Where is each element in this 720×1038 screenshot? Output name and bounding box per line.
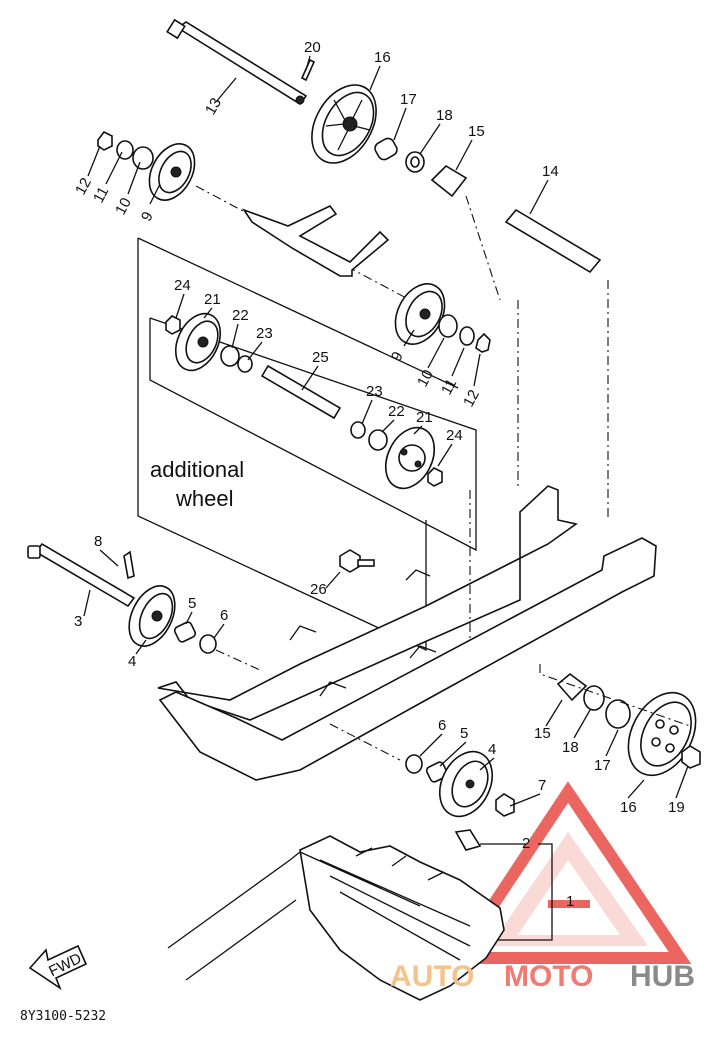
label-5-left: 5 <box>188 595 196 612</box>
label-23-left: 23 <box>256 325 273 342</box>
label-2: 2 <box>522 835 530 852</box>
washer-6-lower <box>405 754 423 774</box>
label-22-right: 22 <box>388 403 405 420</box>
watermark-hub: HUB <box>630 960 695 993</box>
wheel-16-lower <box>627 691 697 777</box>
bearing-17-lower <box>605 699 631 729</box>
fwd-arrow: FWD <box>28 944 88 991</box>
watermark-auto: AUTO <box>390 960 474 993</box>
spacer-5-left <box>173 621 197 643</box>
axle-13 <box>166 18 308 106</box>
axle-3 <box>34 542 136 608</box>
label-24-right: 24 <box>446 427 463 444</box>
collar-15-upper <box>430 164 468 198</box>
collar-15-lower <box>556 672 588 702</box>
label-4-lower: 4 <box>488 741 496 758</box>
label-3: 3 <box>74 613 82 630</box>
nut-7 <box>495 793 515 817</box>
label-12-left: 12 <box>72 175 95 198</box>
label-24-left: 24 <box>174 277 191 294</box>
leader-lines <box>83 55 689 845</box>
label-10-right: 10 <box>414 367 437 390</box>
bearing-10-right <box>438 314 458 338</box>
label-12-right: 12 <box>460 387 483 410</box>
track <box>167 835 505 1001</box>
label-19: 19 <box>668 799 685 816</box>
axle-25 <box>260 364 342 420</box>
shaft-14 <box>504 208 602 274</box>
label-7: 7 <box>538 777 546 794</box>
bearing-10-left <box>132 146 154 170</box>
label-15-lower: 15 <box>534 725 551 742</box>
bolt-26 <box>339 549 375 573</box>
label-9-lower: 9 <box>388 349 407 364</box>
label-13: 13 <box>202 95 225 118</box>
bearing-22-right <box>368 429 388 451</box>
clip-2 <box>454 829 482 851</box>
wheel-21-left <box>174 312 222 372</box>
label-18-lower: 18 <box>562 739 579 756</box>
label-21-right: 21 <box>416 409 433 426</box>
label-8: 8 <box>94 533 102 550</box>
wheel-9-lower <box>394 283 446 345</box>
label-22-left: 22 <box>232 307 249 324</box>
watermark-logo <box>446 781 692 964</box>
cross-arm <box>241 204 390 277</box>
wheel-4-left <box>128 585 176 647</box>
bearing-22-left <box>220 345 240 367</box>
pin-8 <box>123 550 135 580</box>
label-17-lower: 17 <box>594 757 611 774</box>
label-18-upper: 18 <box>436 107 453 124</box>
additional-wheel-frame <box>137 237 477 652</box>
label-25: 25 <box>312 349 329 366</box>
label-20: 20 <box>304 39 321 56</box>
nut-24-left <box>165 315 181 335</box>
wheel-4-lower <box>438 750 494 818</box>
wheel-16-upper <box>311 84 377 164</box>
drawing-code: 8Y3100-5232 <box>20 1009 106 1024</box>
label-6-left: 6 <box>220 607 228 624</box>
label-15-upper: 15 <box>468 123 485 140</box>
label-6-lower: 6 <box>438 717 446 734</box>
nut-12-right <box>475 332 491 353</box>
nut-12-left <box>97 130 113 151</box>
label-11-left: 11 <box>90 184 112 206</box>
label-5-lower: 5 <box>460 725 468 742</box>
wheel-21-right <box>384 426 436 490</box>
washer-23-right <box>350 421 366 439</box>
label-14: 14 <box>542 163 559 180</box>
washer-11-right <box>459 326 475 346</box>
label-21-left: 21 <box>204 291 221 308</box>
label-26: 26 <box>310 581 327 598</box>
label-11-right: 11 <box>438 376 460 398</box>
washer-6-left <box>199 634 217 654</box>
slide-rails <box>157 195 657 781</box>
nut-19 <box>681 745 701 769</box>
label-16-upper: 16 <box>374 49 391 66</box>
spacer-17-upper <box>374 137 398 161</box>
additional-wheel-note-line1: additional <box>150 457 244 482</box>
part-labels: 20 16 13 17 18 15 12 11 10 9 14 24 21 22… <box>72 39 685 910</box>
label-17-upper: 17 <box>400 91 417 108</box>
washer-18-lower <box>583 685 605 711</box>
label-23-right: 23 <box>366 383 383 400</box>
label-4-left: 4 <box>128 653 136 670</box>
label-10-left: 10 <box>112 195 135 218</box>
additional-wheel-note-line2: wheel <box>175 486 233 511</box>
wheel-9-upper <box>148 143 196 201</box>
watermark-moto: MOTO <box>504 960 593 993</box>
label-1: 1 <box>566 893 574 910</box>
label-9-upper: 9 <box>138 209 157 224</box>
nut-24-right <box>427 467 443 487</box>
watermark-text: AUTO MOTO HUB <box>390 960 695 993</box>
label-16-lower: 16 <box>620 799 637 816</box>
